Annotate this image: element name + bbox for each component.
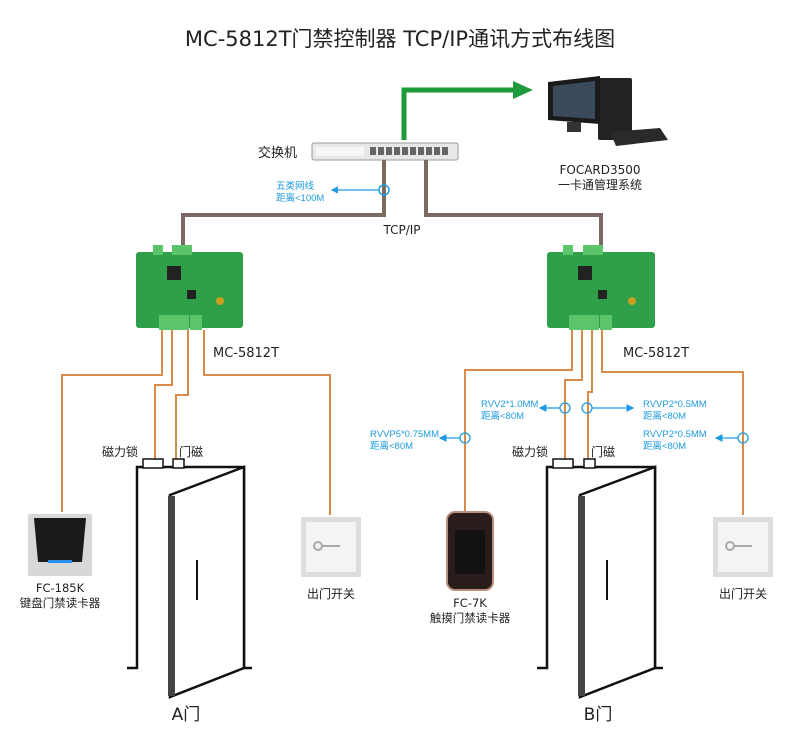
keypad-reader-icon bbox=[28, 514, 92, 576]
cable-dist-lock: 距离<80M bbox=[481, 410, 524, 422]
cable-spec-reader: RVVP5*0.75MM bbox=[370, 429, 439, 440]
cable-spec-exit: RVVP2*0.5MM bbox=[643, 429, 707, 440]
door-a-lock-label: 磁力锁 bbox=[102, 444, 138, 459]
tcpip-label: TCP/IP bbox=[382, 223, 420, 237]
cable-spec-lock: RVV2*1.0MM bbox=[481, 399, 538, 410]
cable-type: 五类网线 bbox=[276, 180, 315, 192]
cable-distance: 距离<100M bbox=[276, 192, 324, 204]
controller-board-b bbox=[547, 245, 655, 330]
cable-spec-sensor: RVVP2*0.5MM bbox=[643, 399, 707, 410]
reader-b-model: FC-7K bbox=[453, 596, 487, 610]
exit-button-b-label: 出门开关 bbox=[719, 586, 767, 601]
door-a-label: A门 bbox=[172, 705, 201, 725]
network-switch bbox=[311, 142, 459, 161]
reader-a-model: FC-185K bbox=[36, 581, 85, 595]
door-b-label: B门 bbox=[584, 705, 613, 725]
exit-button-b-icon bbox=[713, 517, 773, 577]
reader-b-name: 触摸门禁读卡器 bbox=[430, 611, 511, 625]
computer-icon bbox=[548, 76, 668, 146]
computer-model: FOCARD3500 bbox=[559, 163, 640, 177]
cable-dist-reader: 距离<80M bbox=[370, 440, 413, 452]
uplink-arrow bbox=[401, 87, 515, 140]
door-a-wires bbox=[61, 330, 331, 515]
computer-name: 一卡通管理系统 bbox=[558, 177, 642, 192]
arrow-head-icon bbox=[513, 81, 533, 99]
exit-button-a-label: 出门开关 bbox=[307, 586, 355, 601]
door-a bbox=[127, 458, 252, 699]
door-b-sensor-label: 门磁 bbox=[591, 444, 615, 459]
controller-a-label: MC-5812T bbox=[213, 346, 279, 361]
switch-label: 交换机 bbox=[258, 145, 297, 161]
page-title: MC-5812T门禁控制器 TCP/IP通讯方式布线图 bbox=[185, 27, 615, 51]
door-a-sensor-label: 门磁 bbox=[179, 444, 203, 459]
reader-a-name: 键盘门禁读卡器 bbox=[20, 596, 101, 610]
cable-dist-sensor: 距离<80M bbox=[643, 410, 686, 422]
exit-button-a-icon bbox=[301, 517, 361, 577]
network-cables bbox=[181, 160, 603, 245]
cable-dist-exit: 距离<80M bbox=[643, 440, 686, 452]
controller-board-a bbox=[136, 245, 243, 330]
door-b-lock-label: 磁力锁 bbox=[512, 444, 548, 459]
controller-b-label: MC-5812T bbox=[623, 346, 689, 361]
touch-reader-icon bbox=[446, 511, 494, 591]
door-b bbox=[537, 458, 663, 699]
